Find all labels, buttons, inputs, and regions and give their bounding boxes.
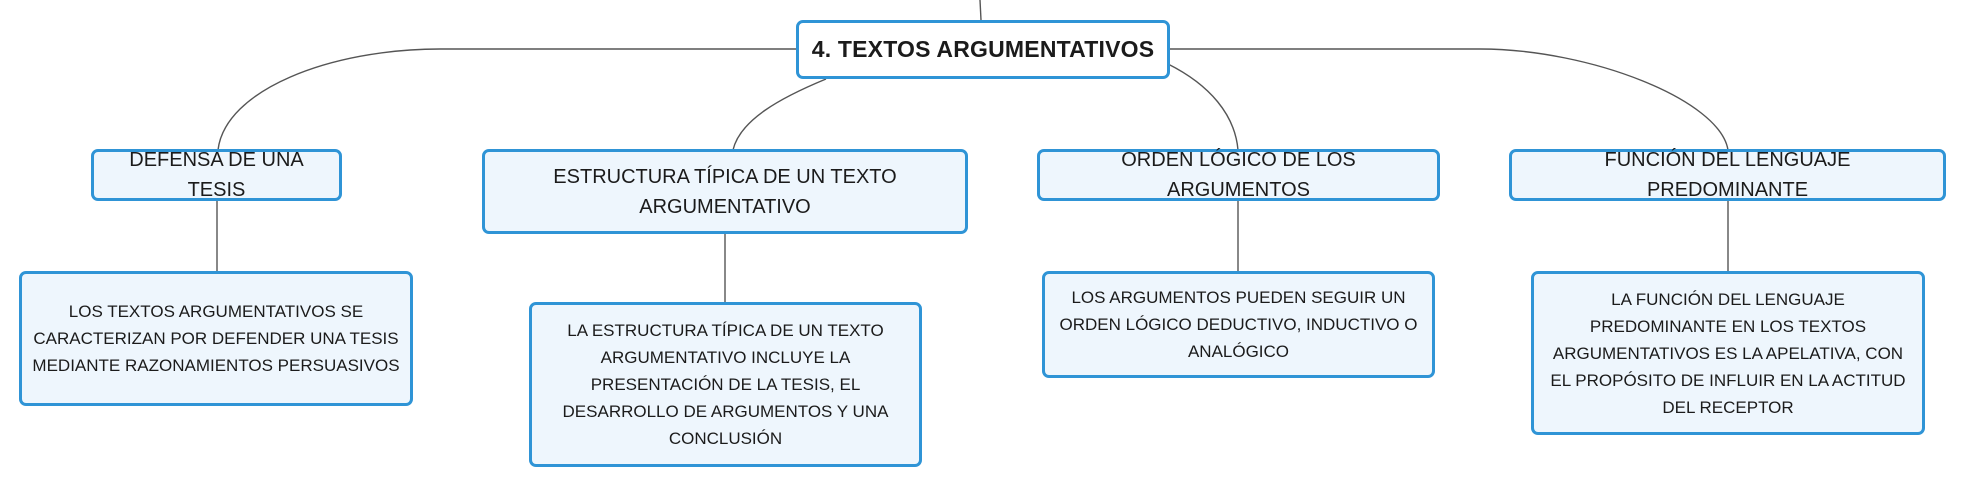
detail-text: LOS TEXTOS ARGUMENTATIVOS SE CARACTERIZA… xyxy=(32,302,400,375)
connector-parent-stub xyxy=(979,0,982,21)
detail-text: LA FUNCIÓN DEL LENGUAJE PREDOMINANTE EN … xyxy=(1550,289,1906,417)
detail-funcion-del-lenguaje[interactable]: LA FUNCIÓN DEL LENGUAJE PREDOMINANTE EN … xyxy=(1531,271,1925,435)
root-topic-title: 4. TEXTOS ARGUMENTATIVOS xyxy=(811,36,1155,62)
connector-root-to-topic-4 xyxy=(1170,48,1729,151)
topic-funcion-del-lenguaje[interactable]: FUNCIÓN DEL LENGUAJE PREDOMINANTE xyxy=(1509,149,1946,201)
topic-orden-logico[interactable]: ORDEN LÓGICO DE LOS ARGUMENTOS xyxy=(1037,149,1440,201)
detail-estructura-tipica[interactable]: LA ESTRUCTURA TÍPICA DE UN TEXTO ARGUMEN… xyxy=(529,302,922,467)
topic-title: DEFENSA DE UNA TESIS xyxy=(129,149,304,201)
topic-defensa-de-una-tesis[interactable]: DEFENSA DE UNA TESIS xyxy=(91,149,342,201)
root-topic[interactable]: 4. TEXTOS ARGUMENTATIVOS xyxy=(796,20,1170,79)
connector-root-to-topic-2 xyxy=(732,78,827,151)
detail-text: LOS ARGUMENTOS PUEDEN SEGUIR UN ORDEN LÓ… xyxy=(1059,288,1418,361)
connector-root-to-topic-3 xyxy=(1167,63,1239,151)
detail-text: LA ESTRUCTURA TÍPICA DE UN TEXTO ARGUMEN… xyxy=(562,321,889,448)
detail-orden-logico[interactable]: LOS ARGUMENTOS PUEDEN SEGUIR UN ORDEN LÓ… xyxy=(1042,271,1435,378)
topic-title: ESTRUCTURA TÍPICA DE UN TEXTO ARGUMENTAT… xyxy=(553,165,897,218)
detail-defensa-de-una-tesis[interactable]: LOS TEXTOS ARGUMENTATIVOS SE CARACTERIZA… xyxy=(19,271,413,406)
topic-title: FUNCIÓN DEL LENGUAJE PREDOMINANTE xyxy=(1604,149,1851,201)
connector-root-to-topic-1 xyxy=(217,48,796,151)
topic-estructura-tipica[interactable]: ESTRUCTURA TÍPICA DE UN TEXTO ARGUMENTAT… xyxy=(482,149,968,234)
topic-title: ORDEN LÓGICO DE LOS ARGUMENTOS xyxy=(1121,149,1356,201)
